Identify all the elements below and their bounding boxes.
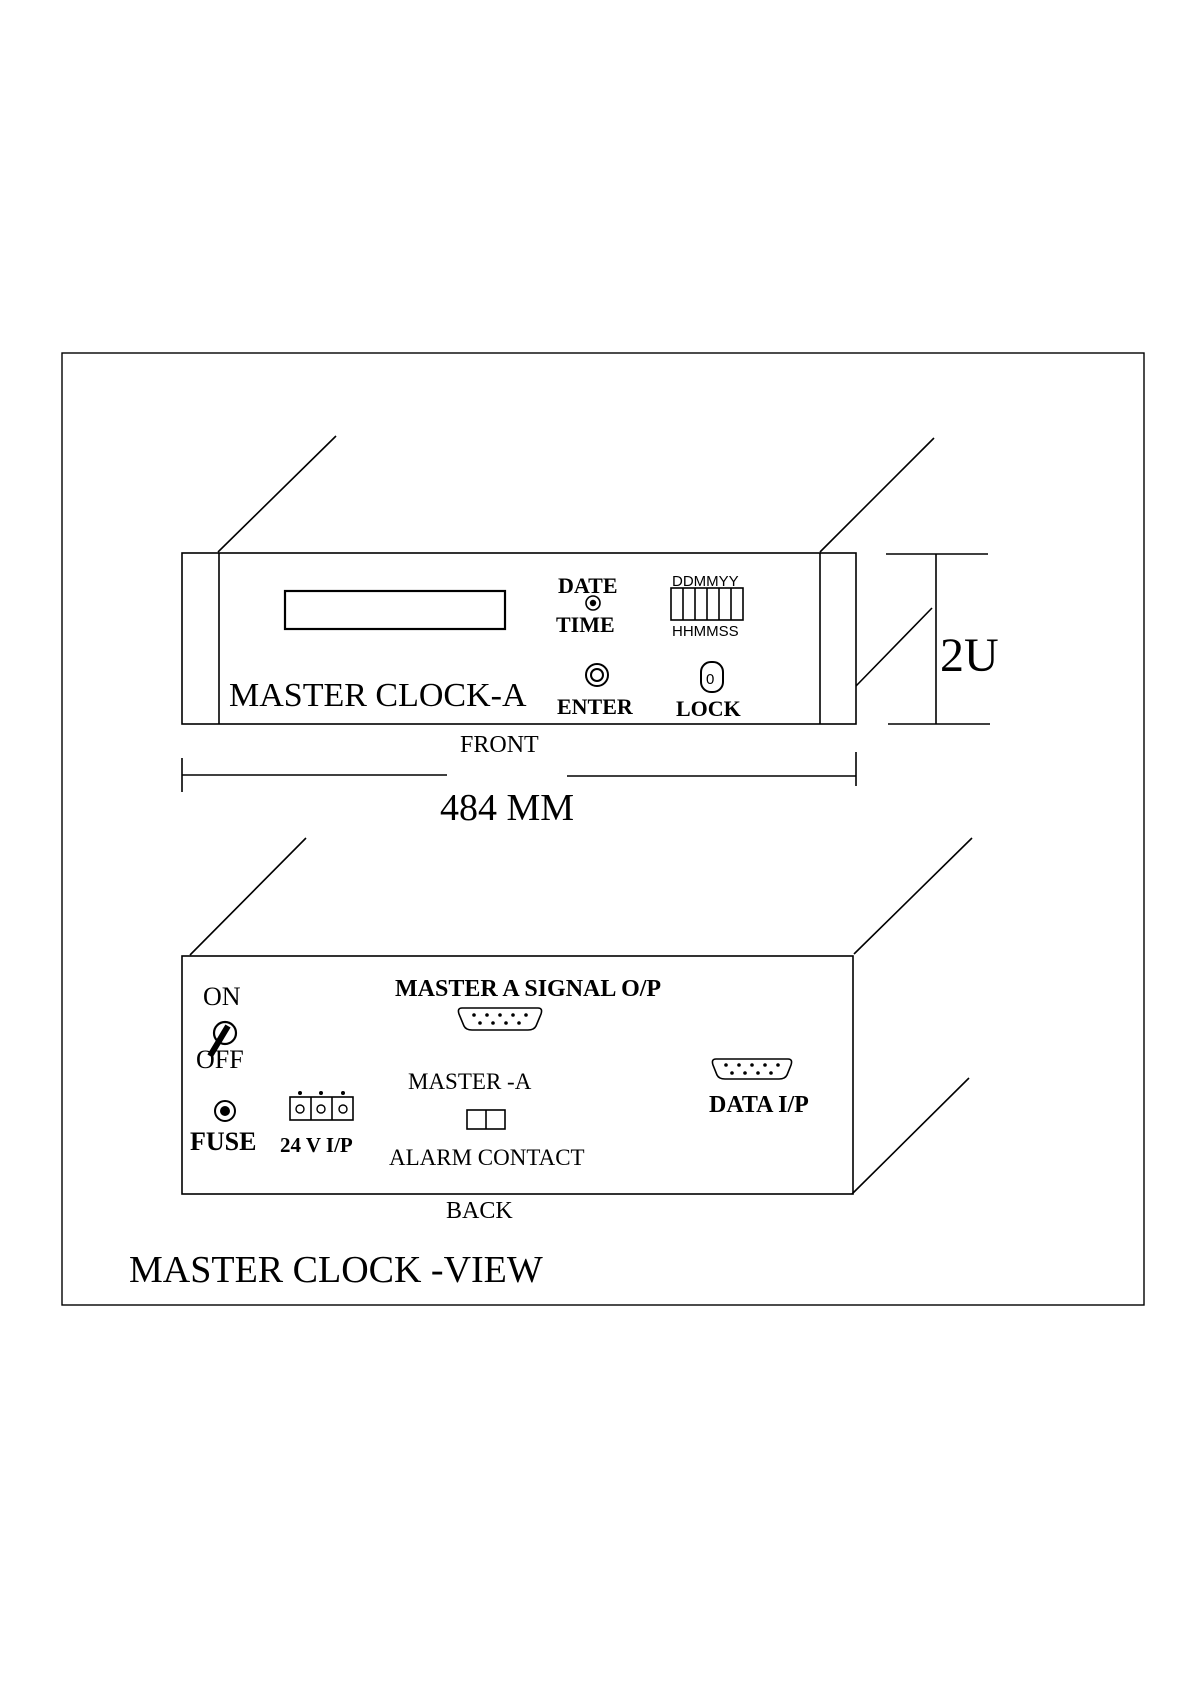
outer-frame (62, 353, 1144, 1305)
alarm-contact-label: ALARM CONTACT (389, 1145, 585, 1170)
terminal-pin-1 (298, 1091, 302, 1095)
data-input-label: DATA I/P (709, 1092, 809, 1118)
front-perspective-side (856, 608, 932, 686)
data-input-pins (724, 1063, 780, 1075)
terminal-screw-2 (317, 1105, 325, 1113)
enter-label: ENTER (557, 694, 634, 719)
width-label: 484 MM (440, 787, 574, 829)
time-label: TIME (556, 612, 615, 637)
terminal-screw-3 (339, 1105, 347, 1113)
terminal-pin-2 (319, 1091, 323, 1095)
front-panel: MASTER CLOCK-A DATE TIME ENTER DDMMYY HH… (182, 436, 934, 758)
fuse-label: FUSE (190, 1127, 256, 1156)
time-format-label: HHMMSS (672, 623, 739, 640)
device-name-label: MASTER CLOCK-A (229, 677, 527, 714)
back-caption: BACK (446, 1198, 513, 1224)
alarm-device-label: MASTER -A (408, 1069, 532, 1094)
front-perspective-right (820, 438, 934, 552)
fuse-holder-core (220, 1106, 230, 1116)
back-perspective-right (854, 838, 972, 954)
back-panel: ON OFF FUSE 24 V I/P MASTER A SIGNAL O/P… (182, 838, 972, 1224)
height-label: 2U (940, 629, 999, 682)
terminal-pin-3 (341, 1091, 345, 1095)
back-perspective-bottom (852, 1078, 969, 1194)
back-perspective-left (190, 838, 306, 955)
signal-output-connector[interactable] (458, 1008, 541, 1030)
lock-label: LOCK (676, 696, 741, 721)
enter-button[interactable] (586, 664, 608, 686)
front-perspective-left (218, 436, 336, 552)
signal-output-pins (472, 1013, 528, 1025)
lock-key-glyph: 0 (706, 671, 714, 688)
diagram-title: MASTER CLOCK -VIEW (129, 1249, 543, 1291)
date-time-selector-dot (590, 600, 596, 606)
terminal-screw-1 (296, 1105, 304, 1113)
lcd-display (285, 591, 505, 629)
data-input-connector[interactable] (712, 1059, 791, 1079)
power-input-label: 24 V I/P (280, 1133, 353, 1157)
date-label: DATE (558, 573, 618, 598)
off-label: OFF (196, 1045, 244, 1074)
signal-output-label: MASTER A SIGNAL O/P (395, 976, 661, 1002)
front-caption: FRONT (460, 732, 539, 758)
on-label: ON (203, 982, 241, 1011)
enter-button-inner (591, 669, 603, 681)
power-terminal-block (290, 1097, 353, 1120)
